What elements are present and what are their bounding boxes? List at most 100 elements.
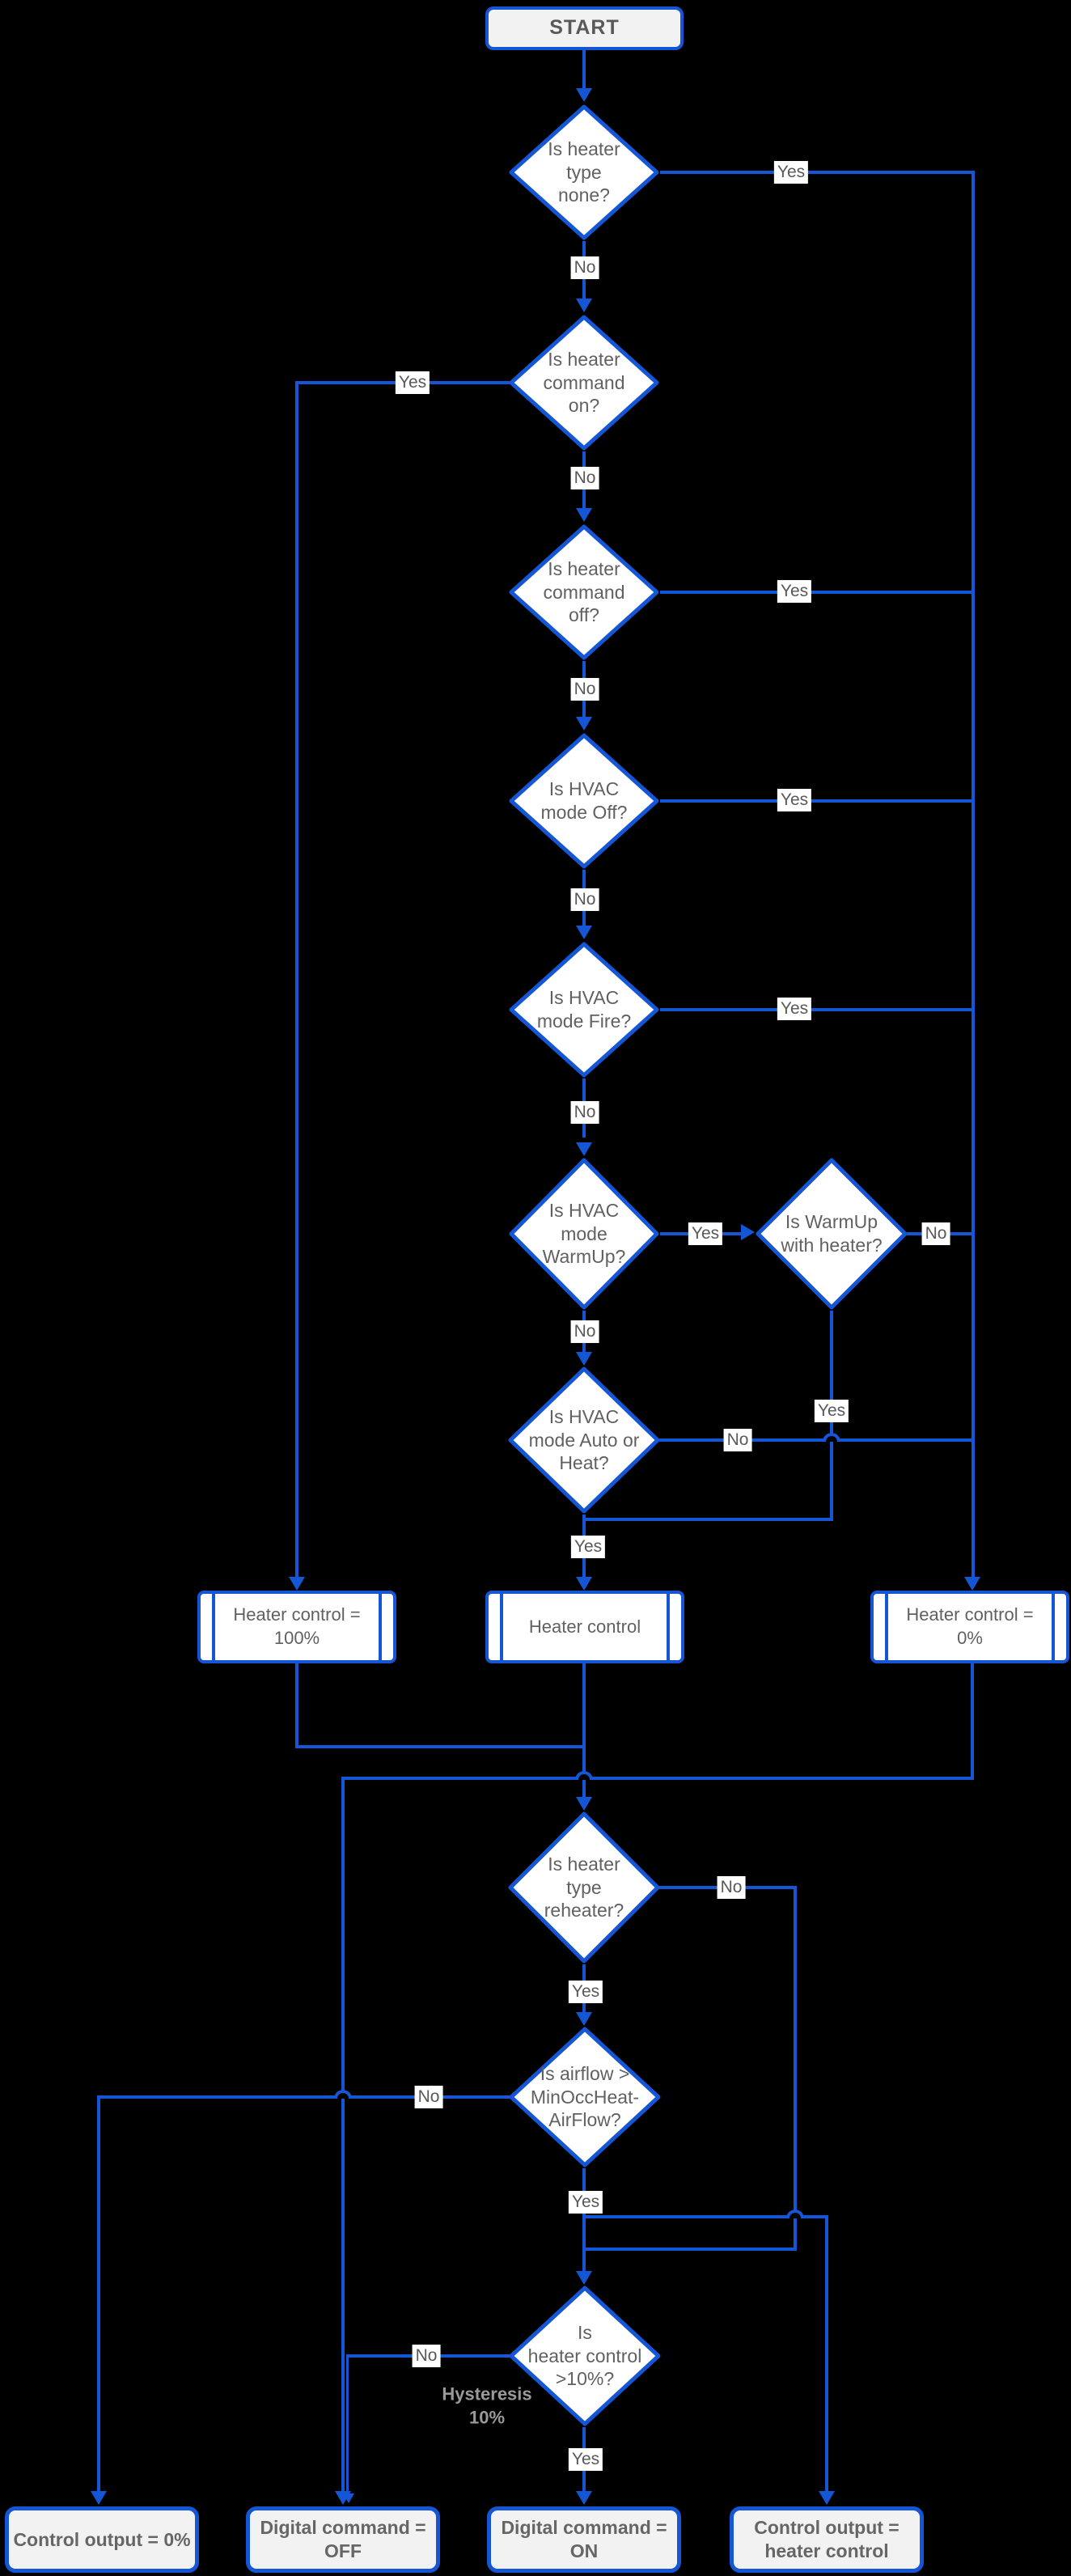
edge-label-no: No xyxy=(414,2085,443,2109)
flow-line xyxy=(582,1663,586,1798)
process-label: Heater control = 100% xyxy=(233,1604,361,1648)
edge-label-no: No xyxy=(717,1875,746,1900)
flow-line xyxy=(660,1008,975,1011)
arrowhead xyxy=(576,926,592,939)
decision-label: Is heater type none? xyxy=(548,138,620,206)
edge-label-yes: Yes xyxy=(777,788,812,812)
edge-label-no: No xyxy=(412,2344,441,2368)
edge-label-no: No xyxy=(570,677,599,701)
flow-line xyxy=(295,1663,298,1748)
flow-line xyxy=(97,2095,335,2099)
edge-label-yes: Yes xyxy=(814,1399,849,1423)
edge-label-yes: Yes xyxy=(777,997,812,1021)
terminal-digital-command-off: Digital command = OFF xyxy=(246,2506,440,2573)
line-jump xyxy=(786,2210,804,2218)
edge-label-yes: Yes xyxy=(570,1535,606,1559)
flow-line xyxy=(660,799,975,803)
terminal-label: Digital command = ON xyxy=(501,2517,667,2561)
terminal-label: Control output = heater control xyxy=(754,2517,900,2561)
edge-label-yes: Yes xyxy=(568,2447,603,2472)
flow-line xyxy=(660,591,975,594)
edge-label-yes: Yes xyxy=(777,579,812,604)
arrowhead xyxy=(576,2491,592,2505)
flow-line xyxy=(346,2356,349,2492)
arrowhead xyxy=(576,717,592,731)
edge-label-yes: Yes xyxy=(773,160,809,184)
arrowhead xyxy=(741,1224,755,1240)
line-jump xyxy=(575,1771,593,1780)
decision-warmup-with-heater: Is WarmUp with heater? xyxy=(755,1157,908,1311)
decision-label: Is airflow > MinOccHeat- AirFlow? xyxy=(530,2062,640,2131)
decision-label: Is HVAC mode Fire? xyxy=(536,987,632,1032)
edge-label-no: No xyxy=(570,1100,599,1125)
flow-line xyxy=(584,2248,797,2251)
edge-label-yes: Yes xyxy=(568,1980,603,2004)
flow-line xyxy=(803,2215,828,2218)
flow-line xyxy=(971,1663,974,1780)
decision-heater-control-over-10: Is heater control >10%? xyxy=(508,2285,662,2427)
arrowhead xyxy=(576,508,592,522)
edge-label-no: No xyxy=(723,1428,752,1452)
flow-line xyxy=(584,2215,787,2218)
edge-label-no: No xyxy=(570,888,599,912)
process-heater-control: Heater control xyxy=(485,1591,684,1663)
edge-label-no: No xyxy=(570,466,599,490)
flow-line xyxy=(341,1777,576,1780)
flow-line xyxy=(97,2095,100,2493)
decision-label: Is heater control >10%? xyxy=(527,2321,642,2390)
edge-label-no: No xyxy=(570,256,599,280)
decision-label: Is heater command on? xyxy=(543,348,625,417)
arrowhead xyxy=(343,2493,354,2503)
decision-label: Is HVAC mode Auto or Heat? xyxy=(528,1405,640,1474)
flow-line-trunk xyxy=(972,171,975,1578)
arrowhead xyxy=(576,299,592,312)
terminal-label: Digital command = OFF xyxy=(260,2517,426,2561)
line-jump xyxy=(334,2090,352,2099)
arrowhead xyxy=(576,1142,592,1156)
terminal-start-label: START xyxy=(549,16,620,40)
terminal-start: START xyxy=(485,6,684,50)
flow-line xyxy=(341,1777,345,2493)
terminal-digital-command-on: Digital command = ON xyxy=(487,2506,681,2573)
decision-heater-command-on: Is heater command on? xyxy=(508,314,660,451)
flow-line xyxy=(794,1886,797,2251)
arrowhead xyxy=(91,2491,107,2505)
terminal-control-output-heater-control: Control output = heater control xyxy=(730,2506,924,2573)
arrowhead xyxy=(819,2491,835,2505)
edge-label-yes: Yes xyxy=(568,2190,603,2214)
flow-line xyxy=(592,1777,974,1780)
decision-hvac-mode-warmup: Is HVAC mode WarmUp? xyxy=(508,1157,660,1311)
edge-label-no: No xyxy=(921,1222,950,1246)
decision-hvac-mode-fire: Is HVAC mode Fire? xyxy=(508,941,660,1078)
arrowhead xyxy=(289,1577,305,1591)
decision-label: Is HVAC mode Off? xyxy=(540,778,628,823)
decision-hvac-mode-auto-heat: Is HVAC mode Auto or Heat? xyxy=(507,1366,661,1515)
flow-line xyxy=(660,171,975,174)
arrowhead xyxy=(576,1577,592,1591)
terminal-control-output-0: Control output = 0% xyxy=(5,2506,199,2573)
decision-label: Is heater command off? xyxy=(543,557,625,626)
flow-line xyxy=(840,1438,975,1442)
process-heater-control-0: Heater control = 0% xyxy=(870,1591,1069,1663)
decision-label: Is WarmUp with heater? xyxy=(781,1211,883,1256)
process-label: Heater control xyxy=(528,1616,641,1637)
decision-heater-command-off: Is heater command off? xyxy=(508,523,660,661)
arrowhead xyxy=(964,1577,980,1591)
edge-label-no: No xyxy=(570,1320,599,1344)
decision-heater-type-none: Is heater type none? xyxy=(508,104,660,241)
arrowhead xyxy=(576,2012,592,2026)
edge-label-yes: Yes xyxy=(395,371,430,395)
terminal-label: Control output = 0% xyxy=(13,2528,191,2550)
flow-line xyxy=(295,1745,586,1748)
flow-line xyxy=(295,381,298,1578)
arrowhead xyxy=(576,88,592,102)
edge-label-yes: Yes xyxy=(688,1222,723,1246)
decision-heater-type-reheater: Is heater type reheater? xyxy=(507,1811,661,1964)
decision-label: Is heater type reheater? xyxy=(544,1853,624,1921)
flow-line xyxy=(582,50,586,89)
flow-line xyxy=(582,2168,586,2273)
decision-airflow-minoccheat: Is airflow > MinOccHeat- AirFlow? xyxy=(508,2026,662,2168)
hysteresis-note: Hysteresis 10% xyxy=(442,2383,532,2427)
flow-line xyxy=(825,2215,828,2493)
